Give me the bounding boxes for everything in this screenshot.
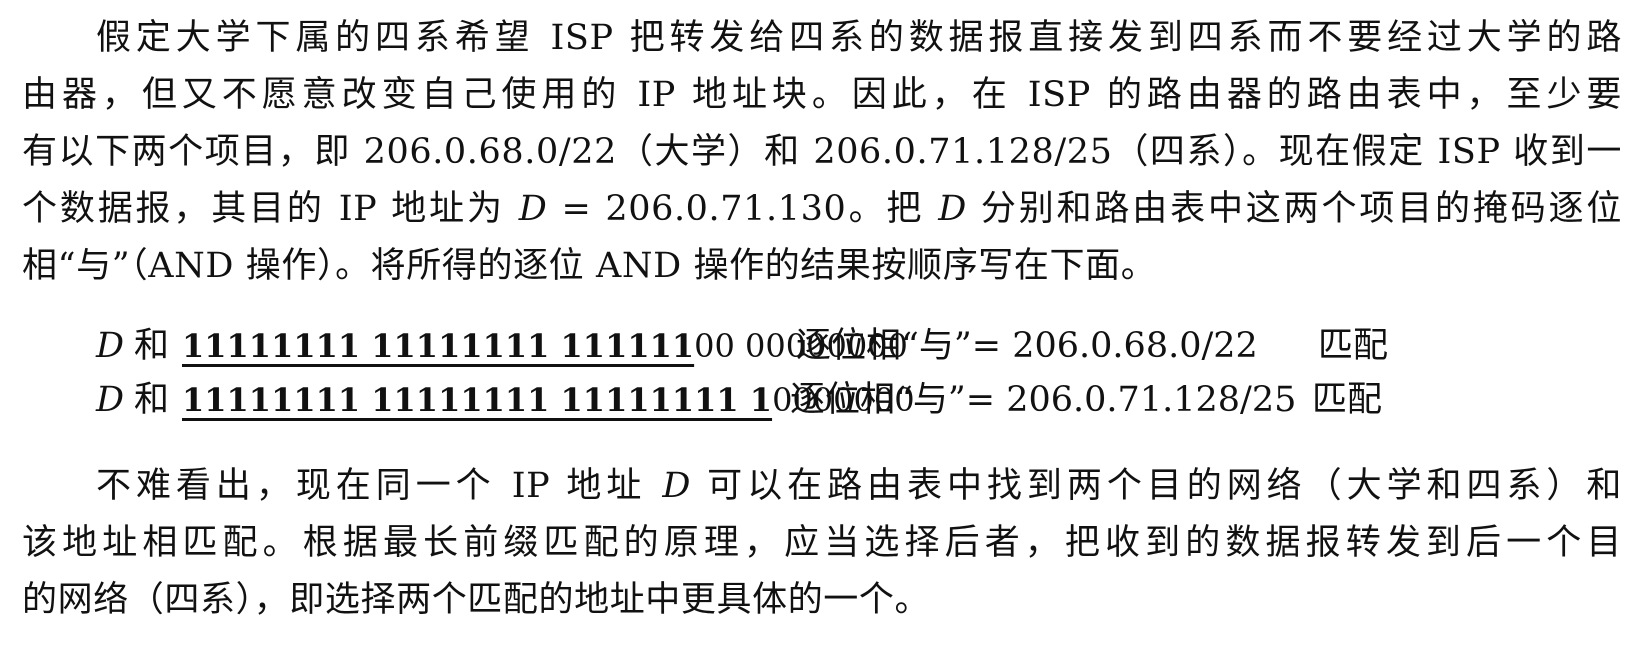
para1-line-4: 个数据报，其目的 IP 地址为 D = 206.0.71.130。把 D 分别和… xyxy=(22,181,1622,237)
mask-bits: 11111111 11111111 11111100 00000000 xyxy=(182,318,908,374)
mask-bits-zeros: 00 00000000 xyxy=(694,327,908,365)
mask-bits: 11111111 11111111 11111111 10000000 xyxy=(182,372,915,428)
text-segment: = 206.0.71.130。把 xyxy=(547,189,939,229)
mask-result-text: 逐位相“与”= 206.0.71.128/25 xyxy=(790,380,1297,420)
para1-line-2: 由器，但又不愿意改变自己使用的 IP 地址块。因此，在 ISP 的路由器的路由表… xyxy=(22,75,1622,115)
mask-bits-ones: 11111111 11111111 111111 xyxy=(182,327,695,365)
match-label: 匹配 xyxy=(1318,326,1389,366)
text-segment: 分别和路由表中这两个项目的掩码逐位 xyxy=(966,189,1622,229)
mask-conj: 和 xyxy=(134,380,170,420)
para1-line-1: 假定大学下属的四系希望 ISP 把转发给四系的数据报直接发到四系而不要经过大学的… xyxy=(96,18,1622,58)
para2-line-1: 不难看出，现在同一个 IP 地址 D 可以在路由表中找到两个目的网络（大学和四系… xyxy=(96,458,1622,514)
mask-line-1: D 和 11111111 11111111 11111100 00000000 … xyxy=(96,318,1396,374)
mask-line-2: D 和 11111111 11111111 11111111 10000000 … xyxy=(96,372,1396,428)
para1-line-3: 有以下两个项目，即 206.0.68.0/22（大学）和 206.0.71.12… xyxy=(22,132,1622,172)
variable-d: D xyxy=(96,326,125,366)
mask-conj: 和 xyxy=(134,326,170,366)
mask-bits-zeros: 0000000 xyxy=(772,381,915,419)
text-segment: 个数据报，其目的 IP 地址为 xyxy=(22,189,519,229)
mask-result-text: 逐位相“与”= 206.0.68.0/22 xyxy=(796,326,1258,366)
para2-line-3: 的网络（四系），即选择两个匹配的地址中更具体的一个。 xyxy=(22,580,931,620)
para1-line-5: 相“与”（AND 操作）。将所得的逐位 AND 操作的结果按顺序写在下面。 xyxy=(22,246,1157,286)
variable-d: D xyxy=(518,189,548,229)
text-segment: 不难看出，现在同一个 IP 地址 xyxy=(96,466,663,506)
match-label: 匹配 xyxy=(1312,380,1383,420)
mask-bits-ones: 11111111 11111111 11111111 1 xyxy=(182,381,773,419)
variable-d: D xyxy=(96,380,125,420)
variable-d: D xyxy=(662,466,692,506)
variable-d: D xyxy=(938,189,967,229)
text-segment: 可以在路由表中找到两个目的网络（大学和四系）和 xyxy=(691,466,1623,506)
para2-line-2: 该地址相匹配。根据最长前缀匹配的原理，应当选择后者，把收到的数据报转发到后一个目 xyxy=(22,523,1622,563)
